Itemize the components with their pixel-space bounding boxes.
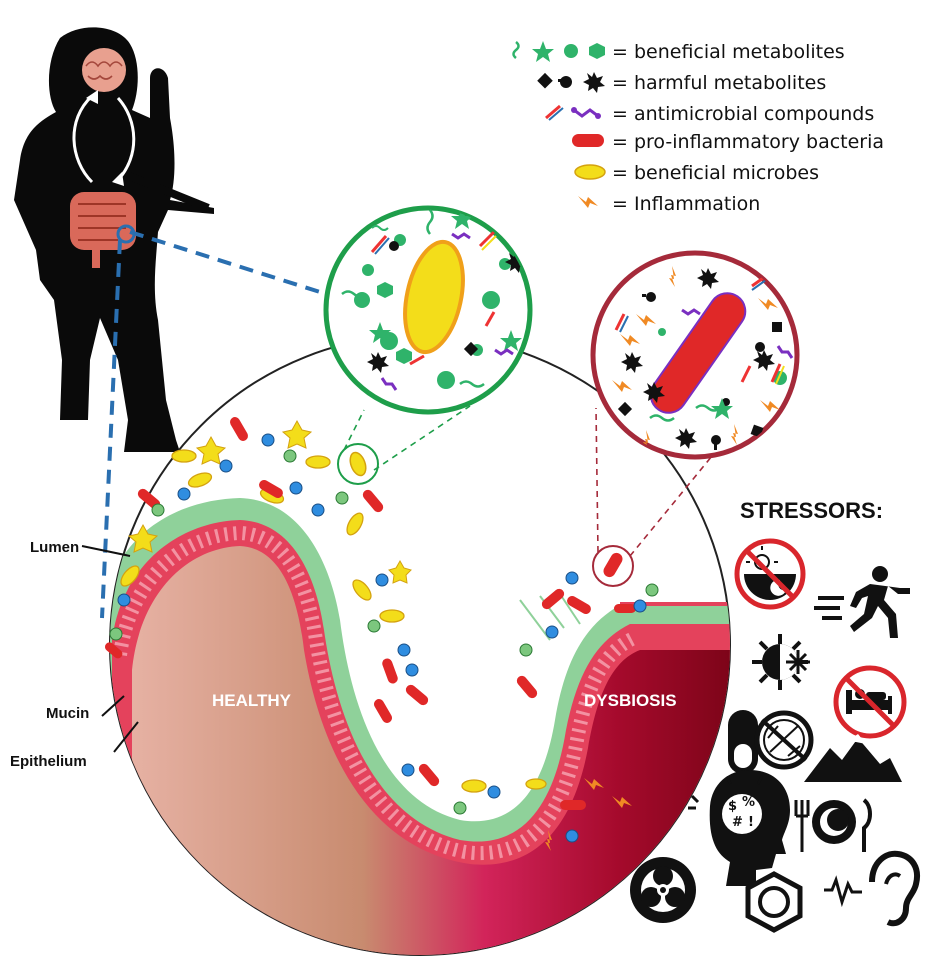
mountain-altitude-icon: [804, 734, 902, 782]
noise-ear-icon: [824, 850, 920, 927]
tissue-body: [132, 546, 730, 955]
legend-beneficial-metabolites-label: = beneficial metabolites: [612, 41, 845, 63]
running-person-icon: [814, 566, 910, 638]
mental-stress-icon: $% #!: [688, 770, 790, 886]
blue-zoom-lines: [100, 230, 321, 619]
stressors-title: STRESSORS:: [740, 498, 883, 523]
legend-inflammation-icon: [578, 196, 598, 208]
side-labels: Lumen Mucin Epithelium: [10, 539, 139, 770]
svg-text:#: #: [732, 815, 743, 830]
legend-harmful-metabolites-icons: [537, 72, 605, 93]
hot-cold-icon: [752, 634, 810, 690]
healthy-zoom-circle: [323, 205, 533, 415]
dysbiosis-label: DYSBIOSIS: [584, 691, 677, 710]
medication-antibiotic-icon: [728, 710, 814, 774]
legend-inflammation-label: = Inflammation: [612, 193, 760, 215]
lumen-contents: [104, 417, 659, 851]
pro-inflammatory-bacterium: [649, 292, 747, 414]
legend-beneficial-microbes-icon: [574, 164, 606, 180]
soldier-silhouette: [14, 27, 214, 452]
diet-plate-icon: [794, 798, 872, 852]
dysbiosis-zoom-circle: [590, 250, 800, 460]
no-sleep-icon: [833, 665, 907, 739]
legend-pro-inflammatory-bacteria-label: = pro-inflammatory bacteria: [612, 131, 884, 153]
healthy-zoom-origin: [337, 443, 379, 485]
beneficial-microbe: [403, 239, 465, 355]
legend-pro-inflammatory-bacteria-icon: [572, 134, 604, 147]
epithelium-label: Epithelium: [10, 753, 87, 770]
biohazard-icon: [630, 857, 696, 923]
healthy-label: HEALTHY: [212, 691, 292, 710]
mucin-label: Mucin: [46, 705, 89, 722]
benzene-chemical-icon: [745, 871, 803, 933]
legend-beneficial-microbes-label: = beneficial microbes: [612, 162, 819, 184]
brain-icon: [82, 48, 126, 92]
legend: = beneficial metabolites = harmful metab…: [512, 41, 884, 215]
svg-text:%: %: [742, 795, 755, 810]
legend-beneficial-metabolites-icons: [512, 41, 605, 62]
zoom-connectors: [343, 405, 713, 557]
no-sun-moon-cycle-icon: [734, 538, 806, 610]
legend-harmful-metabolites-label: = harmful metabolites: [612, 72, 826, 94]
lumen-label: Lumen: [30, 539, 79, 556]
svg-text:$: $: [728, 799, 737, 814]
legend-antimicrobial-compounds-icons: [545, 104, 601, 121]
svg-text:!: !: [748, 815, 754, 830]
legend-antimicrobial-compounds-label: = antimicrobial compounds: [612, 103, 874, 125]
dysbiosis-zoom-origin: [592, 545, 634, 587]
